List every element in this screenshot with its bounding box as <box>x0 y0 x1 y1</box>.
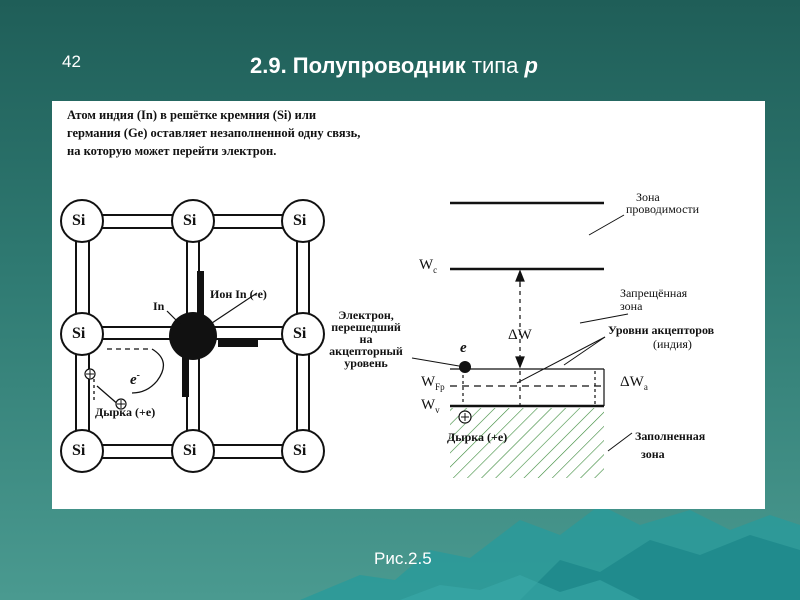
lattice-electron-symbol: e <box>130 372 137 388</box>
acceptor-levels-label: Уровни акцепторов (индия) <box>608 323 714 351</box>
wfp-symbol: W <box>421 374 436 390</box>
wfp-label: WFp <box>421 374 445 394</box>
wv-symbol: W <box>421 397 436 413</box>
band-electron-label: e <box>460 340 467 356</box>
wc-label: Wc <box>419 257 438 277</box>
indium-ion <box>166 271 258 397</box>
lattice-hole-label: Дырка (+e) <box>95 405 156 419</box>
forbidden-zone-label: Запрещённая зона <box>620 287 687 313</box>
si-label: Si <box>72 442 86 459</box>
acceptor-levels-line: Уровни акцепторов <box>608 323 715 337</box>
si-label: Si <box>293 325 307 342</box>
delta-wa-symbol: ΔW <box>620 374 644 390</box>
si-atom <box>60 199 104 243</box>
indium-label: In <box>153 299 165 313</box>
filled-zone-line: зона <box>641 447 665 461</box>
delta-wa-subscript: a <box>643 382 648 392</box>
si-label: Si <box>183 212 197 229</box>
figure-caption: Рис.2.5 <box>374 549 432 568</box>
electron-note-line: уровень <box>344 356 388 370</box>
delta-wa-label: ΔWa <box>620 374 648 394</box>
ion-label: Ион In (-e) <box>210 287 267 301</box>
electron-note-line: Электрон, <box>338 308 394 322</box>
si-atom <box>281 312 325 356</box>
slide-number: 42 <box>62 52 81 71</box>
si-label: Si <box>293 212 307 229</box>
slide-title: 2.9. Полупроводник типа p <box>250 53 538 79</box>
delta-w-label: ΔW <box>508 327 532 343</box>
electron-note-line: на <box>359 332 373 346</box>
title-plain: типа <box>465 53 525 78</box>
diagram-graphics <box>60 199 633 478</box>
hole-icons <box>84 368 127 410</box>
electron-note-label: Электрон, перешедший на акцепторный уров… <box>320 309 412 369</box>
si-label: Si <box>183 442 197 459</box>
wc-symbol: W <box>419 257 434 273</box>
electron-path <box>93 348 164 407</box>
si-atom <box>281 199 325 243</box>
delta-w-arrows <box>515 269 525 369</box>
si-atom <box>60 429 104 473</box>
si-label: Si <box>293 442 307 459</box>
si-atom <box>171 199 215 243</box>
si-label: Si <box>72 212 86 229</box>
forbidden-zone-line: зона <box>620 299 643 313</box>
conduction-zone-line: Зона <box>636 190 660 204</box>
si-atom <box>281 429 325 473</box>
hole-plus-signs <box>86 370 125 408</box>
filled-band <box>450 408 604 478</box>
wc-subscript: c <box>433 265 438 275</box>
si-label: Si <box>72 325 86 342</box>
electron-note-line: перешедший <box>331 320 401 334</box>
wv-label: Wv <box>421 397 440 417</box>
si-atom <box>60 312 104 356</box>
conduction-zone-label: Зона проводимости <box>626 190 699 215</box>
figure-panel: Атом индия (In) в решётке кремния (Si) и… <box>52 101 765 509</box>
electron-note-line: акцепторный <box>329 344 403 358</box>
wv-subscript: v <box>435 405 440 415</box>
filled-zone-line: Заполненная <box>635 429 706 443</box>
lattice-electron-label: e- <box>130 369 141 388</box>
diagram-description: Атом индия (In) в решётке кремния (Si) и… <box>67 108 361 158</box>
title-italic: p <box>524 53 538 78</box>
wfp-subscript: Fp <box>435 382 445 392</box>
mountains-decoration <box>300 505 800 600</box>
filled-zone-label: Заполненная зона <box>635 427 705 463</box>
si-atom <box>171 429 215 473</box>
band-lines <box>450 201 605 408</box>
forbidden-zone-line: Запрещённая <box>620 286 688 300</box>
band-hole-label: Дырка (+е) <box>447 430 508 444</box>
leader-lines <box>411 214 633 452</box>
lattice-electron-charge: - <box>136 370 141 381</box>
conduction-zone-line: проводимости <box>626 202 700 216</box>
electron-dot <box>459 361 471 373</box>
title-bold: 2.9. Полупроводник <box>250 53 466 78</box>
si-atoms <box>60 199 325 473</box>
acceptor-levels-line: (индия) <box>653 337 692 351</box>
